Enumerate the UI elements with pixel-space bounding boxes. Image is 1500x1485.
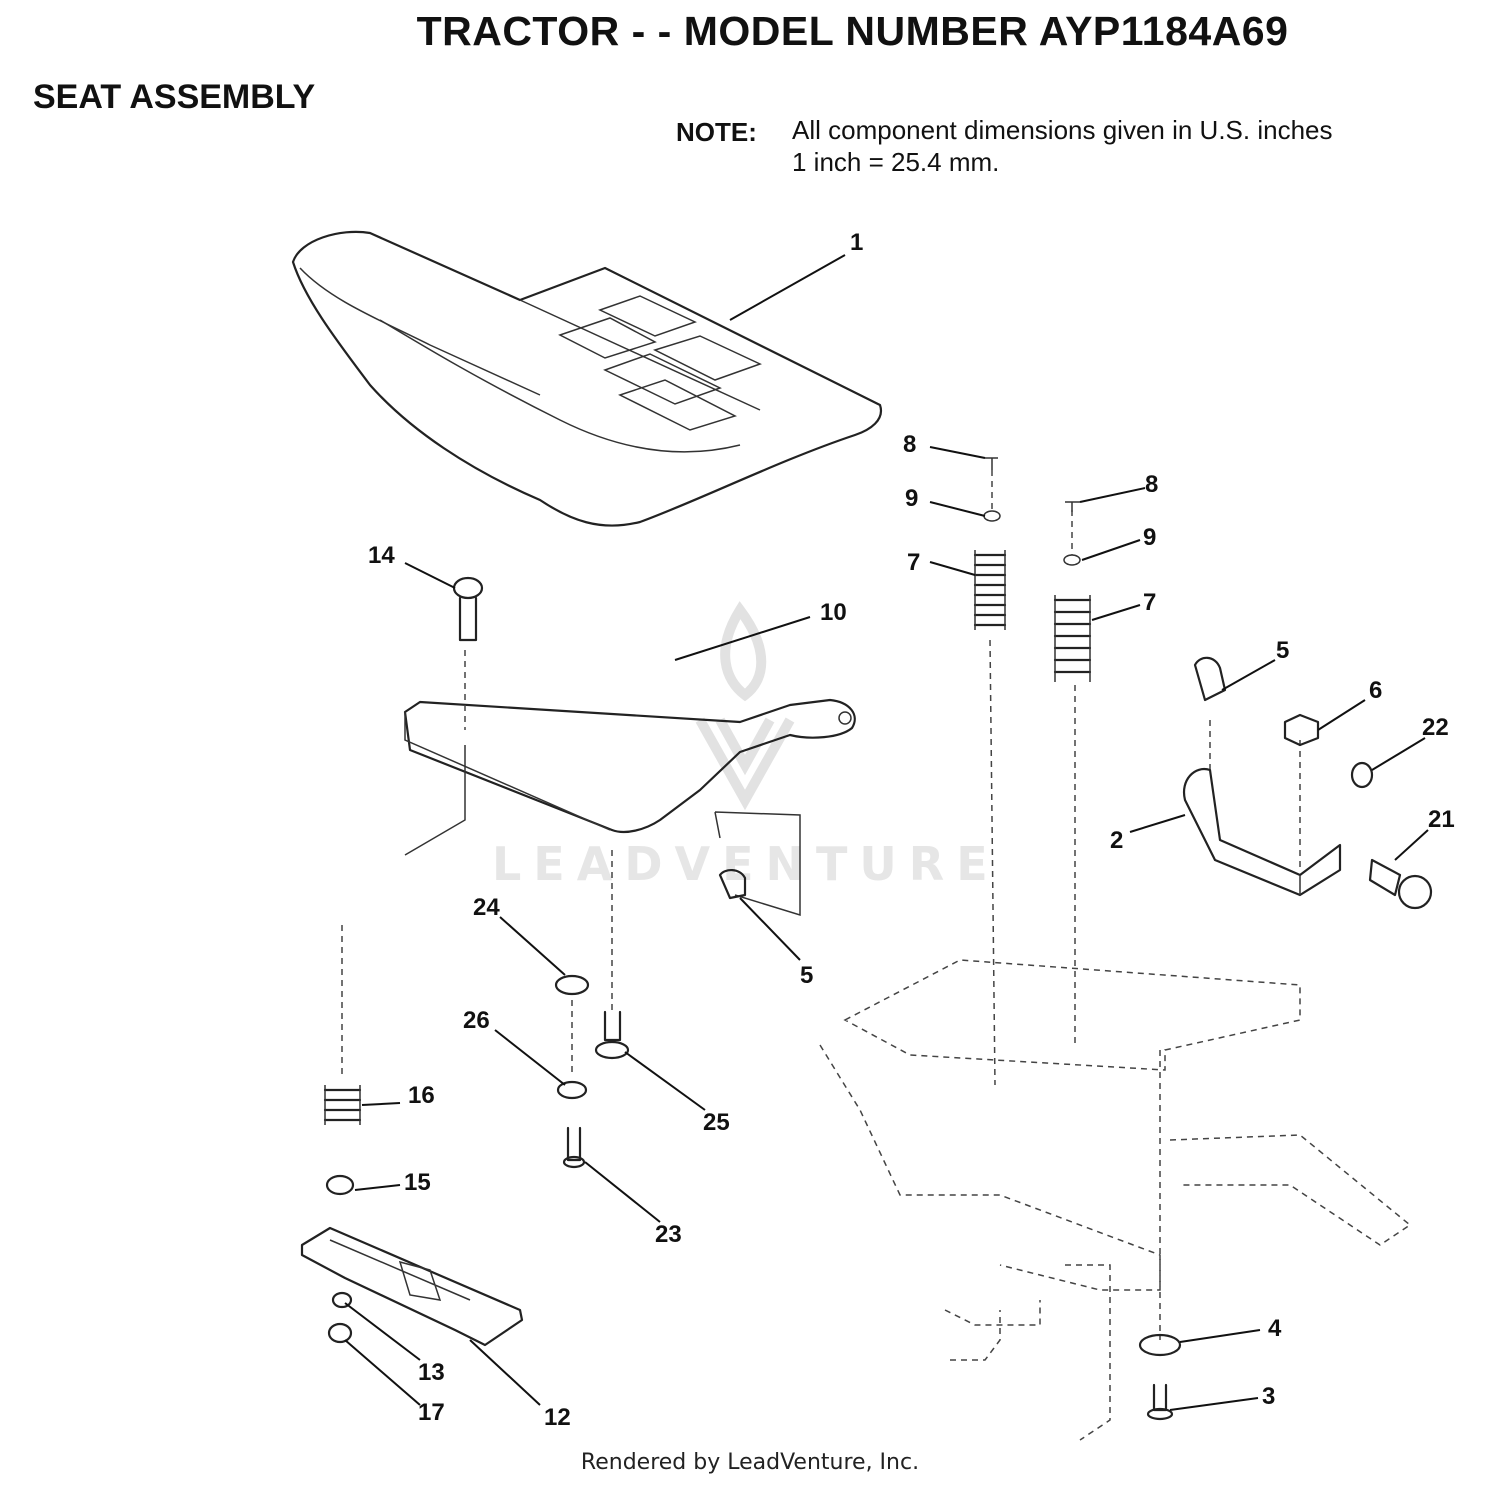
callout-10: 10 [820,599,847,626]
callout-12: 12 [544,1404,571,1431]
seat-pan-part [403,698,856,917]
callout-2: 2 [1110,827,1123,854]
washer-8-9-parts [983,457,1081,566]
section-title: SEAT ASSEMBLY [33,78,316,116]
note-line-2: 1 inch = 25.4 mm. [792,147,1000,177]
left-hardware-parts [323,974,630,1344]
callout-8-left: 8 [903,431,916,458]
bolt-14-part [452,576,484,642]
callout-24: 24 [473,894,500,921]
callout-14: 14 [368,542,395,569]
callout-1: 1 [850,229,863,256]
callout-7-left: 7 [907,549,920,576]
callout-16: 16 [408,1082,435,1109]
watermark-text: LEADVENTURE [492,837,1000,891]
callout-4: 4 [1268,1315,1282,1342]
callout-8-right: 8 [1145,471,1158,498]
callout-21: 21 [1428,806,1455,833]
spring-right-part [1053,595,1092,682]
callout-22: 22 [1422,714,1449,741]
leader-lines [344,254,1429,1411]
footer-credit: Rendered by LeadVenture, Inc. [580,1450,920,1475]
slide-plate-part [300,1226,524,1347]
callout-25: 25 [703,1109,730,1136]
clip-5-parts [718,656,1227,900]
washer-4-bolt-3-parts [1138,1333,1182,1421]
seat-part [291,230,883,527]
callout-6: 6 [1369,677,1382,704]
callout-9-left: 9 [905,485,918,512]
watermark-logo: LEADVENTURE [492,601,1000,891]
callout-23: 23 [655,1221,682,1248]
callout-5-lower: 5 [800,962,813,989]
tractor-frame-outline [819,959,1412,1441]
spring-left-part [973,550,1007,630]
page-title: TRACTOR - - MODEL NUMBER AYP1184A69 [416,8,1289,54]
callout-5-upper: 5 [1276,637,1289,664]
callout-13: 13 [418,1359,445,1386]
pivot-bracket-part [1182,713,1433,910]
callout-3: 3 [1262,1383,1275,1410]
centerlines [341,470,1301,1340]
note-label: NOTE: [676,117,757,147]
callout-9-right: 9 [1143,524,1156,551]
callout-labels: 1 8 9 7 8 9 7 14 10 5 6 22 2 21 5 24 26 … [368,229,1455,1431]
callout-7-right: 7 [1143,589,1156,616]
callout-17: 17 [418,1399,445,1426]
note-line-1: All component dimensions given in U.S. i… [792,115,1333,145]
callout-26: 26 [463,1007,490,1034]
callout-15: 15 [404,1169,431,1196]
